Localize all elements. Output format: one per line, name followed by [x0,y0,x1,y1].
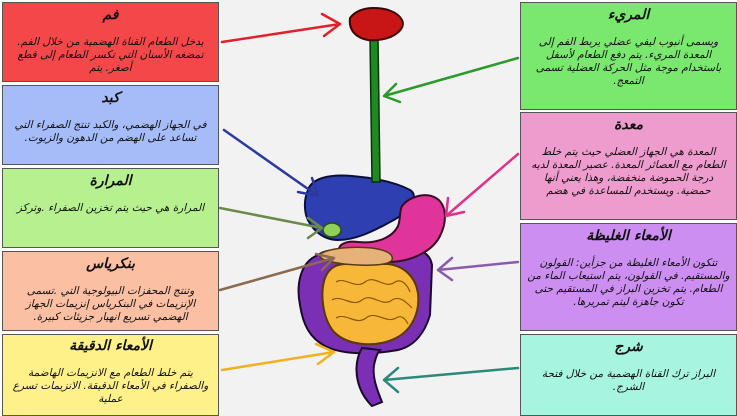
box-title: المريء [607,7,650,23]
arrow-small-intestine [220,342,336,372]
box-text: يتم خلط الطعام مع الانزيمات الهاضمة والص… [12,367,209,405]
box-title: فم [102,7,119,23]
box-large-intestine: الأمعاء الغليظة تتكون الأمعاء الغليظة من… [520,223,737,331]
arrow-liver [222,128,320,198]
box-gallbladder: المرارة المرارة هي حيث يتم تخزين الصفراء… [2,168,219,248]
arrow-stomach [444,152,520,218]
box-pancreas: بنكرياس وتنتج المحفزات البيولوجية التي .… [2,251,219,331]
box-title: معدة [614,117,643,133]
arrow-mouth [220,12,342,44]
box-text: يدخل الطعام القناة الهضمية من خلال الفم.… [17,36,204,74]
box-title: المرارة [89,173,132,189]
box-text: وتنتج المحفزات البيولوجية التي .تسمى الإ… [25,285,196,323]
box-text: البراز ترك القناة الهضمية من خلال فتحة ا… [541,368,716,393]
small-intestine-coils [331,279,413,325]
box-title: بنكرياس [86,256,135,272]
arrow-esophagus [382,56,520,104]
box-text: المعدة هي الجهاز العضلي حيث يتم خلط الطع… [531,146,726,197]
box-title: الأمعاء الدقيقة [69,338,152,354]
box-stomach: معدة المعدة هي الجهاز العضلي حيث يتم خلط… [520,112,737,220]
box-mouth: فم يدخل الطعام القناة الهضمية من خلال ال… [2,2,219,82]
pancreas-shape [319,246,394,266]
small-intestine-shape [321,263,420,346]
mouth-shape [348,6,404,42]
box-esophagus: المريء ويسمى أنبوب ليفي عضلي يربط الفم إ… [520,2,737,110]
box-text: المرارة هي حيث يتم تخزين الصفراء .وتركز [16,202,205,214]
arrow-anus [382,366,520,394]
box-text: ويسمى أنبوب ليفي عضلي يربط الفم إلى المع… [535,36,722,87]
box-text: في الجهاز الهضمي، والكبد تنتج الصفراء ال… [14,119,207,144]
box-small-intestine: الأمعاء الدقيقة يتم خلط الطعام مع الانزي… [2,334,219,416]
box-text: تتكون الأمعاء الغليظة من جزأين: القولون … [527,257,730,308]
esophagus-shape [369,37,381,183]
rectum-shape [355,346,384,408]
gallbladder-shape [322,222,342,238]
box-anus: شرج البراز ترك القناة الهضمية من خلال فت… [520,334,737,416]
box-title: كبد [101,90,120,106]
arrow-pancreas [218,252,336,292]
box-title: الأمعاء الغليظة [586,228,671,244]
arrow-large-intestine [436,256,520,282]
arrow-gallbladder [218,206,324,240]
box-liver: كبد في الجهاز الهضمي، والكبد تنتج الصفرا… [2,85,219,165]
box-title: شرج [614,339,643,355]
